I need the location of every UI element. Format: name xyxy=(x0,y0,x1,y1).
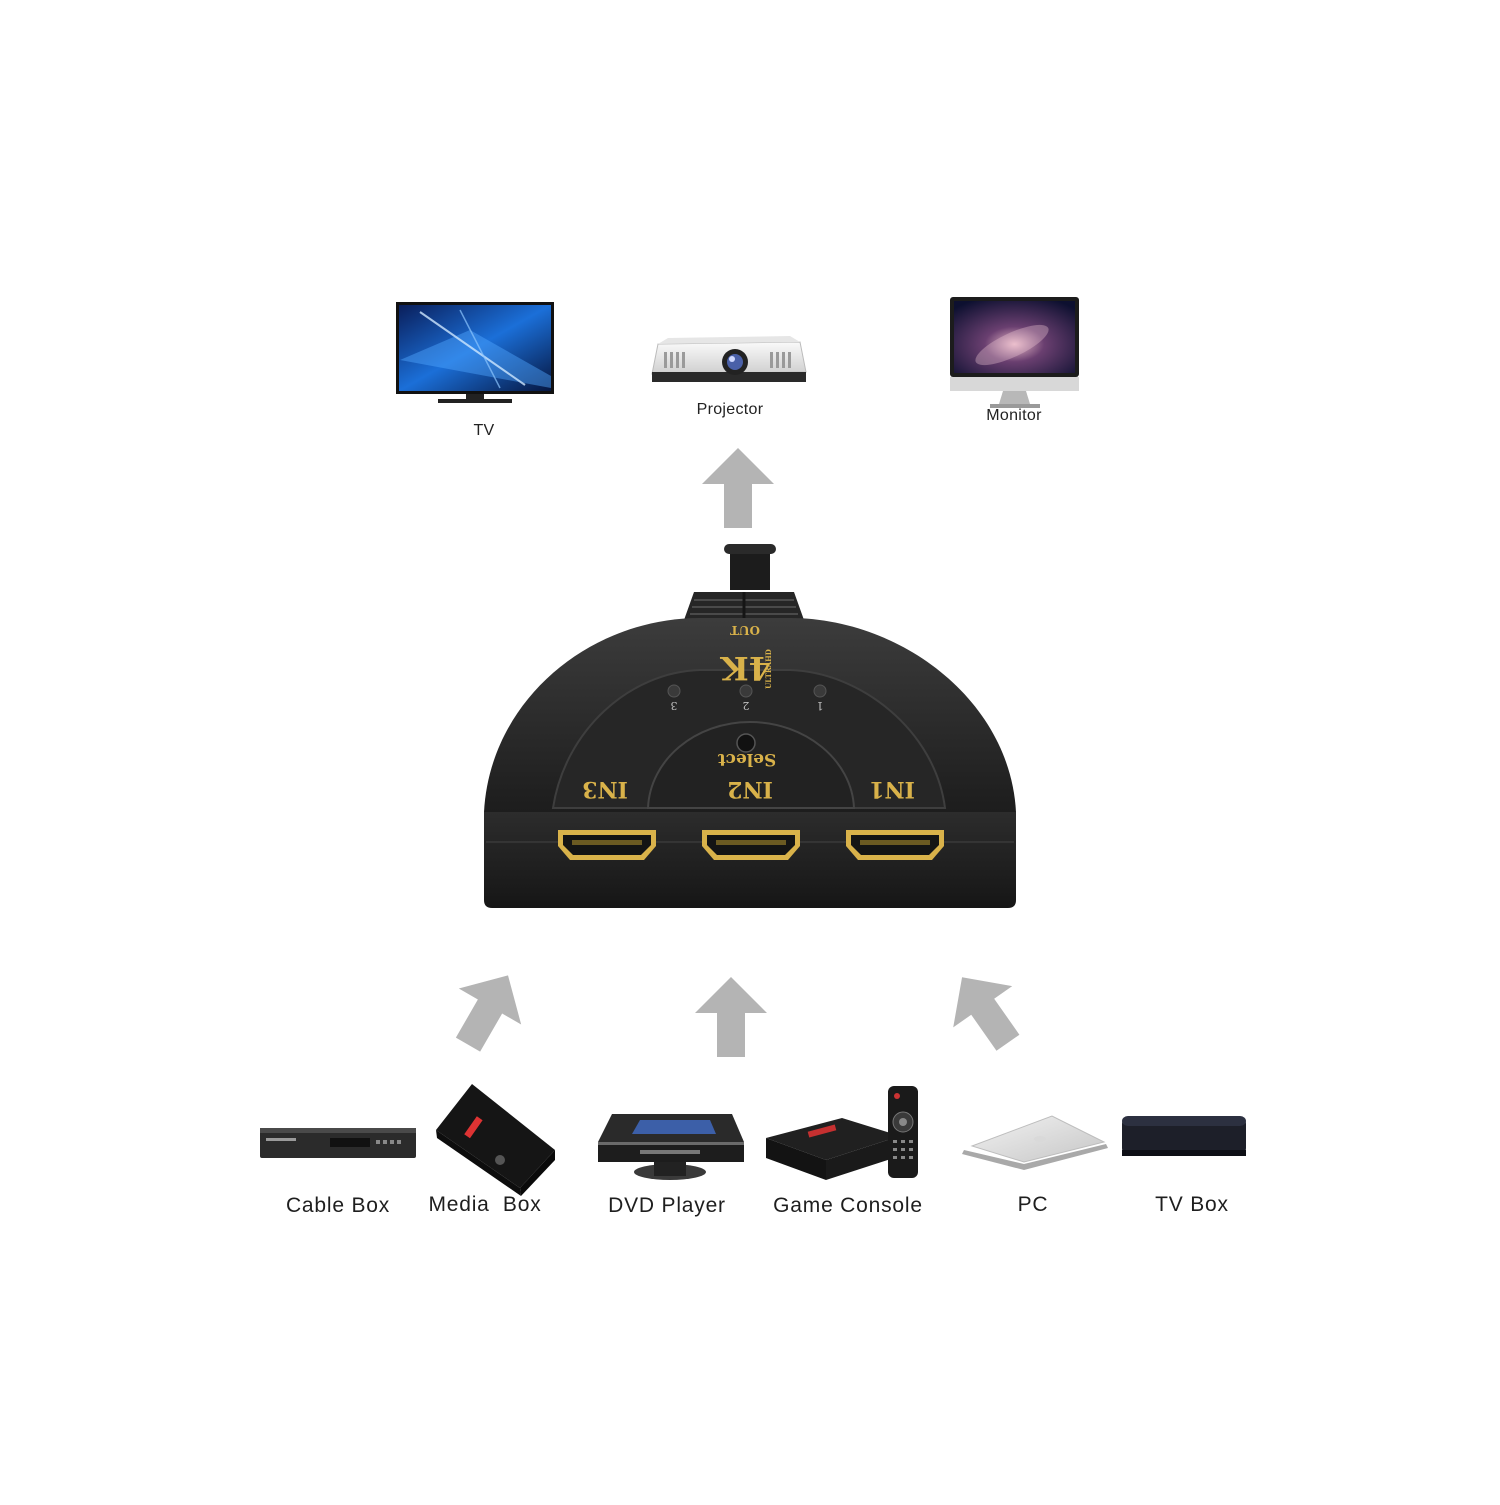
hdmi-port-in2[interactable] xyxy=(702,830,800,860)
input-arrow-right xyxy=(932,956,1038,1064)
input-label-dvd-player: DVD Player xyxy=(608,1194,726,1217)
select-label: Select xyxy=(718,749,777,769)
output-label-tv: TV xyxy=(473,422,495,439)
output-arrow xyxy=(702,448,774,528)
select-button[interactable] xyxy=(736,733,756,753)
input-arrow-center xyxy=(695,977,767,1057)
led-1 xyxy=(813,684,827,698)
input-label-game-console: Game Console xyxy=(773,1194,923,1217)
led-3 xyxy=(667,684,681,698)
media-box-icon xyxy=(436,1084,555,1196)
output-label-projector: Projector xyxy=(696,401,764,418)
hdmi-switch-device: OUT 4K ULTRAHD 3 2 1 Select IN3 IN2 IN1 xyxy=(484,544,1016,908)
port-label-in3: IN3 xyxy=(582,776,628,802)
game-console-icon xyxy=(766,1086,918,1180)
input-label-media-box: Media Box xyxy=(428,1193,542,1216)
dvd-player-icon xyxy=(598,1114,744,1180)
port-label-in2: IN2 xyxy=(727,776,773,802)
laptop-icon xyxy=(962,1115,1108,1170)
hdmi-port-in1[interactable] xyxy=(846,830,944,860)
port-label-in1: IN1 xyxy=(869,776,915,802)
out-label: OUT xyxy=(730,623,760,637)
tv-box-icon xyxy=(1122,1116,1246,1156)
led-1-label: 1 xyxy=(817,699,824,712)
led-2 xyxy=(739,684,753,698)
input-label-tv-box: TV Box xyxy=(1155,1193,1229,1216)
input-label-cable-box: Cable Box xyxy=(285,1194,391,1217)
input-arrow-left xyxy=(436,957,540,1063)
brand-4k: 4K xyxy=(720,649,771,687)
hdmi-port-in3[interactable] xyxy=(558,830,656,860)
projector-icon xyxy=(651,336,807,382)
cable-box-icon xyxy=(260,1128,416,1158)
monitor-icon xyxy=(950,297,1079,408)
output-label-monitor: Monitor xyxy=(986,407,1042,424)
led-2-label: 2 xyxy=(743,699,750,712)
input-label-pc: PC xyxy=(1017,1193,1049,1216)
brand-subtitle: ULTRAHD xyxy=(764,649,773,689)
led-3-label: 3 xyxy=(671,699,678,712)
tv-icon xyxy=(396,302,554,403)
